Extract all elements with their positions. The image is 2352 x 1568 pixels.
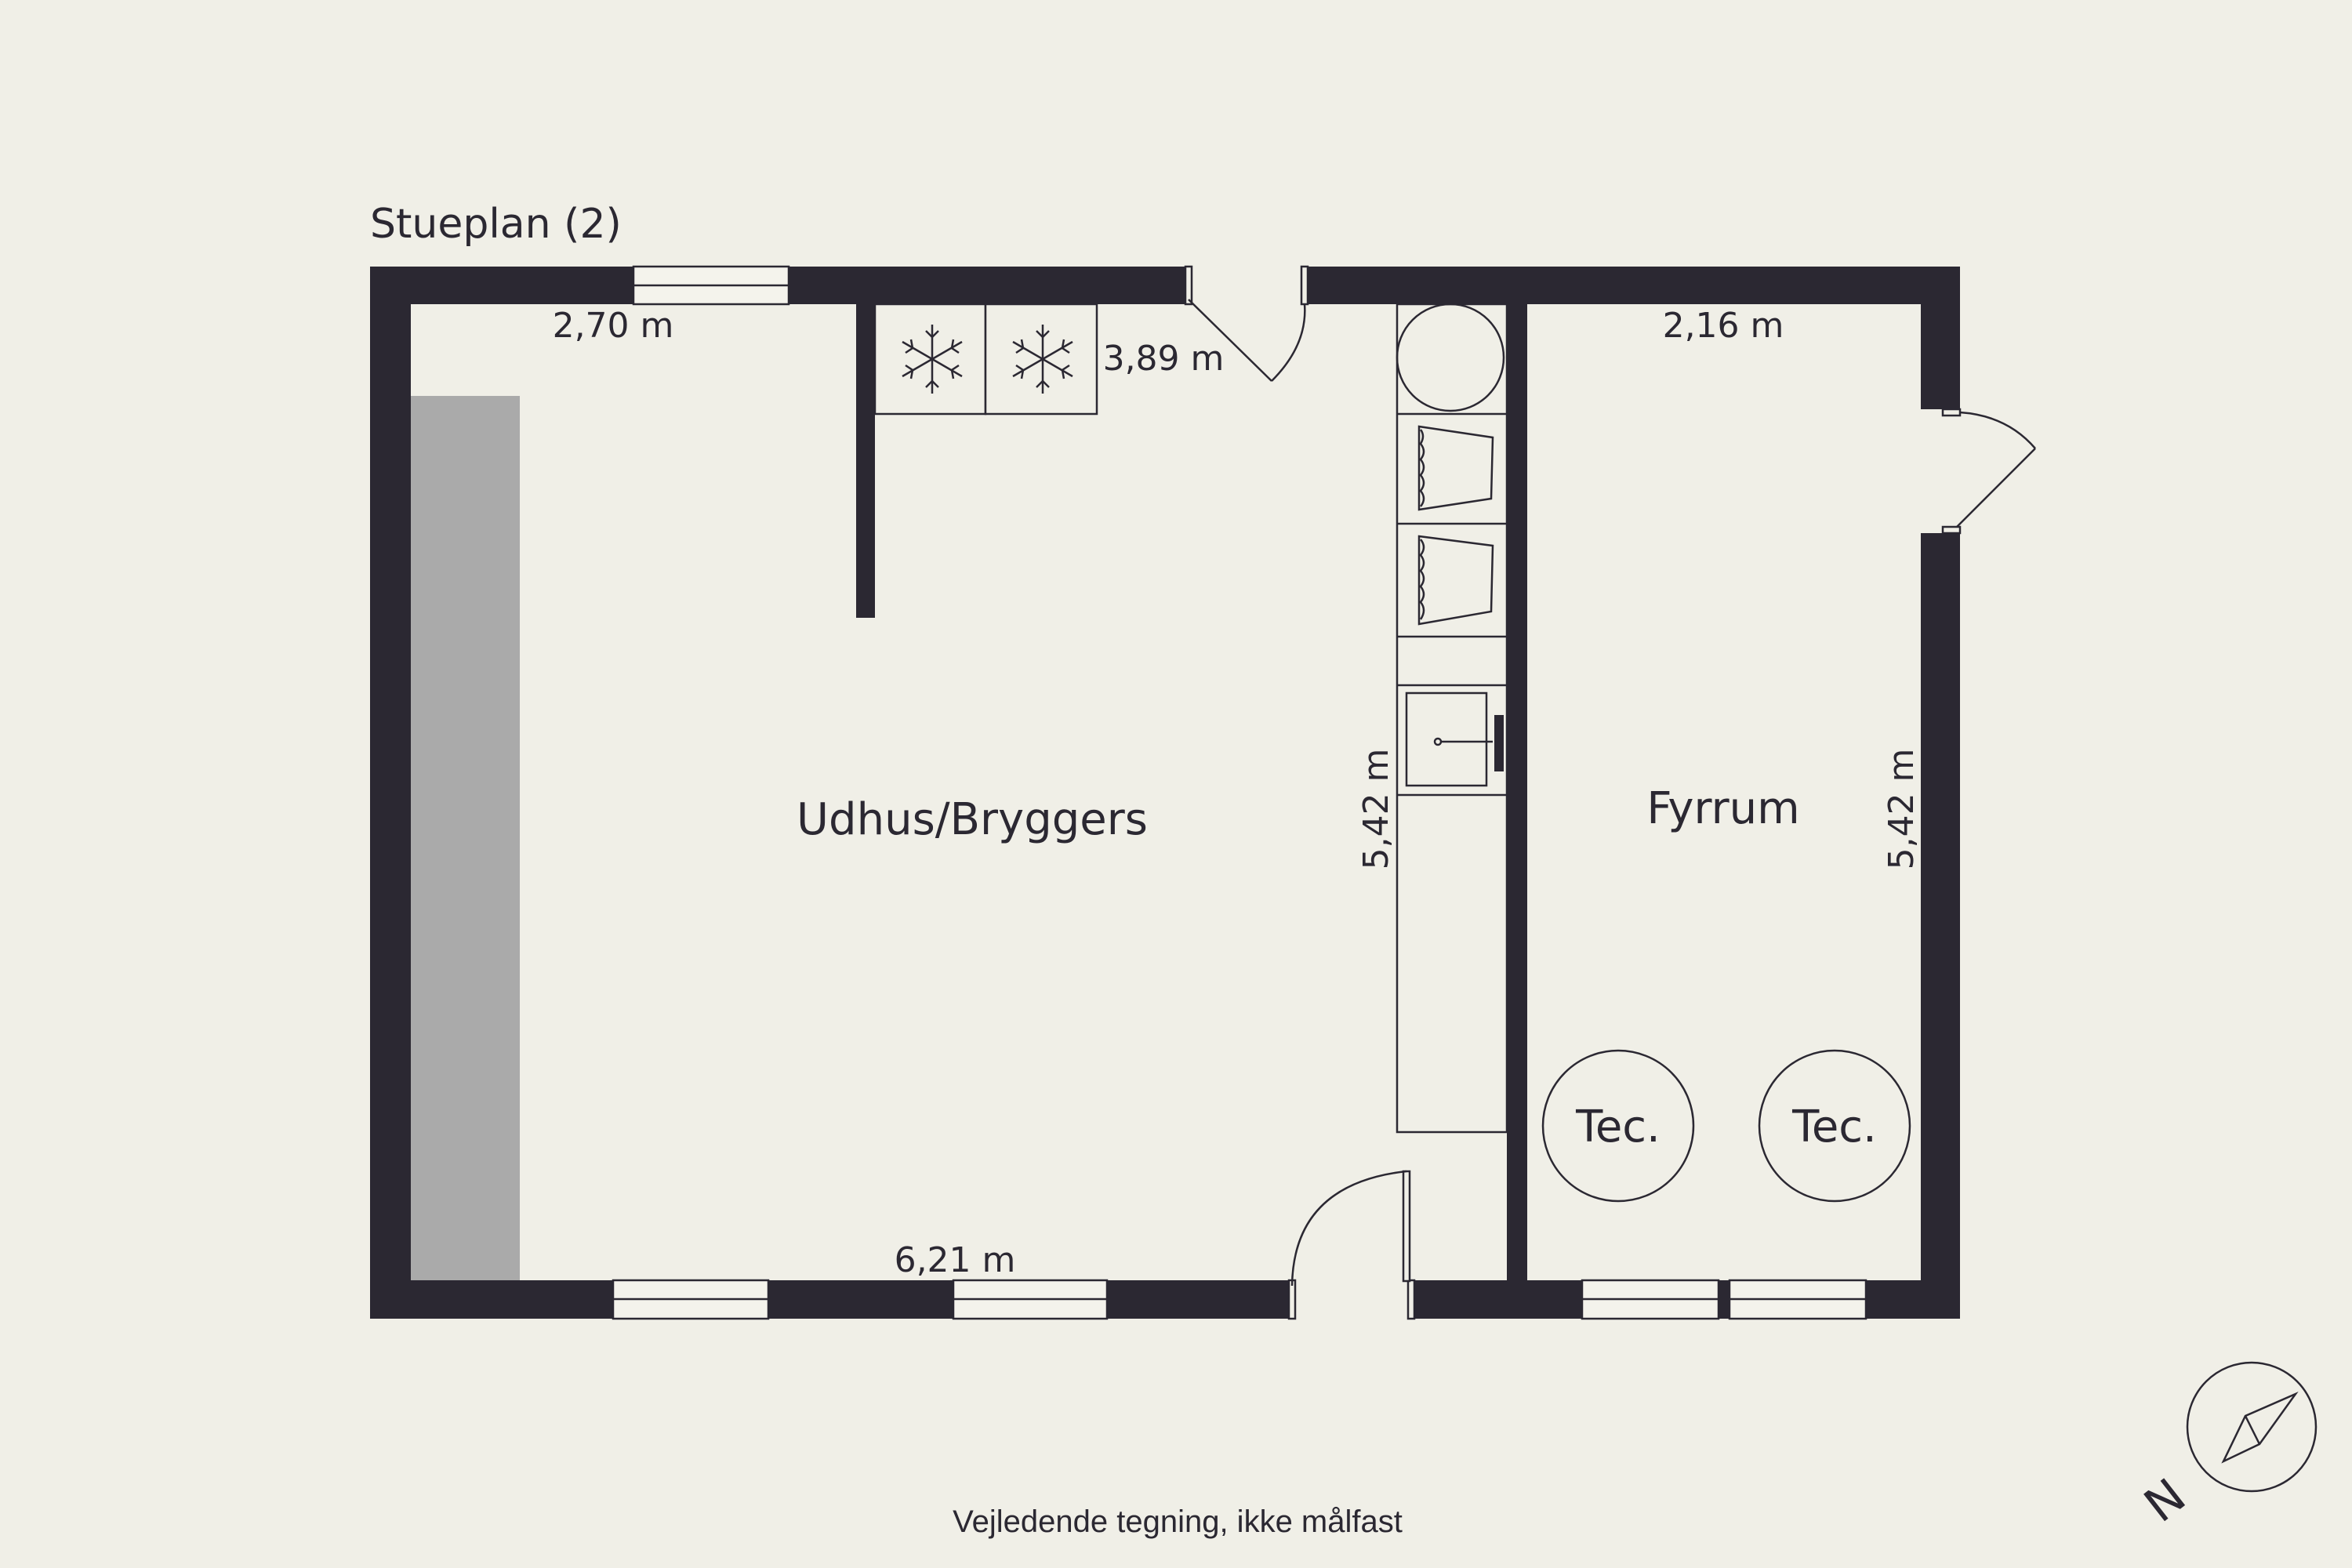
counter-strip xyxy=(410,396,520,1280)
dimension-side-mid: 5,42 m xyxy=(1356,749,1396,870)
tank-circle-icon xyxy=(1541,1049,1695,1203)
door-bottom xyxy=(1287,1170,1416,1320)
room-label-main: Udhus/Bryggers xyxy=(797,794,1148,845)
freezer-1 xyxy=(873,303,987,416)
footer-note: Vejledende tegning, ikke målfast xyxy=(953,1504,1403,1539)
freezer-2 xyxy=(984,303,1098,416)
dimension-side-right: 5,42 m xyxy=(1882,749,1922,870)
door-top xyxy=(1184,265,1309,382)
dimension-bottom: 6,21 m xyxy=(895,1240,1016,1280)
utility-column xyxy=(1396,303,1508,1134)
dimension-top-left: 2,70 m xyxy=(553,306,674,346)
snowflake-icon xyxy=(1012,325,1073,394)
snowflake-icon xyxy=(902,325,963,394)
utility-counter xyxy=(1396,303,1508,1134)
tank-left: Tec. xyxy=(1541,1049,1695,1203)
dimension-top-right: 2,16 m xyxy=(1663,306,1784,346)
tank-right: Tec. xyxy=(1758,1049,1911,1203)
compass-icon: N xyxy=(2134,1361,2318,1534)
water-heater-icon xyxy=(1396,303,1505,412)
tank-label: Tec. xyxy=(1575,1102,1661,1152)
tumble-dryer-icon xyxy=(1417,535,1494,626)
walls xyxy=(370,267,1960,1319)
freezers xyxy=(873,303,1098,416)
floor-title: Stueplan (2) xyxy=(370,201,622,248)
sink-icon xyxy=(1405,691,1504,787)
washing-machine-icon xyxy=(1417,425,1494,511)
door-right xyxy=(1941,408,2036,535)
tank-label: Tec. xyxy=(1791,1102,1877,1152)
windows xyxy=(612,265,1867,1320)
dimension-top-mid: 3,89 m xyxy=(1103,339,1225,379)
compass-north-label: N xyxy=(2134,1468,2195,1534)
room-label-boiler: Fyrrum xyxy=(1646,783,1799,834)
tank-circle-icon xyxy=(1758,1049,1911,1203)
doors xyxy=(1184,265,2036,1320)
